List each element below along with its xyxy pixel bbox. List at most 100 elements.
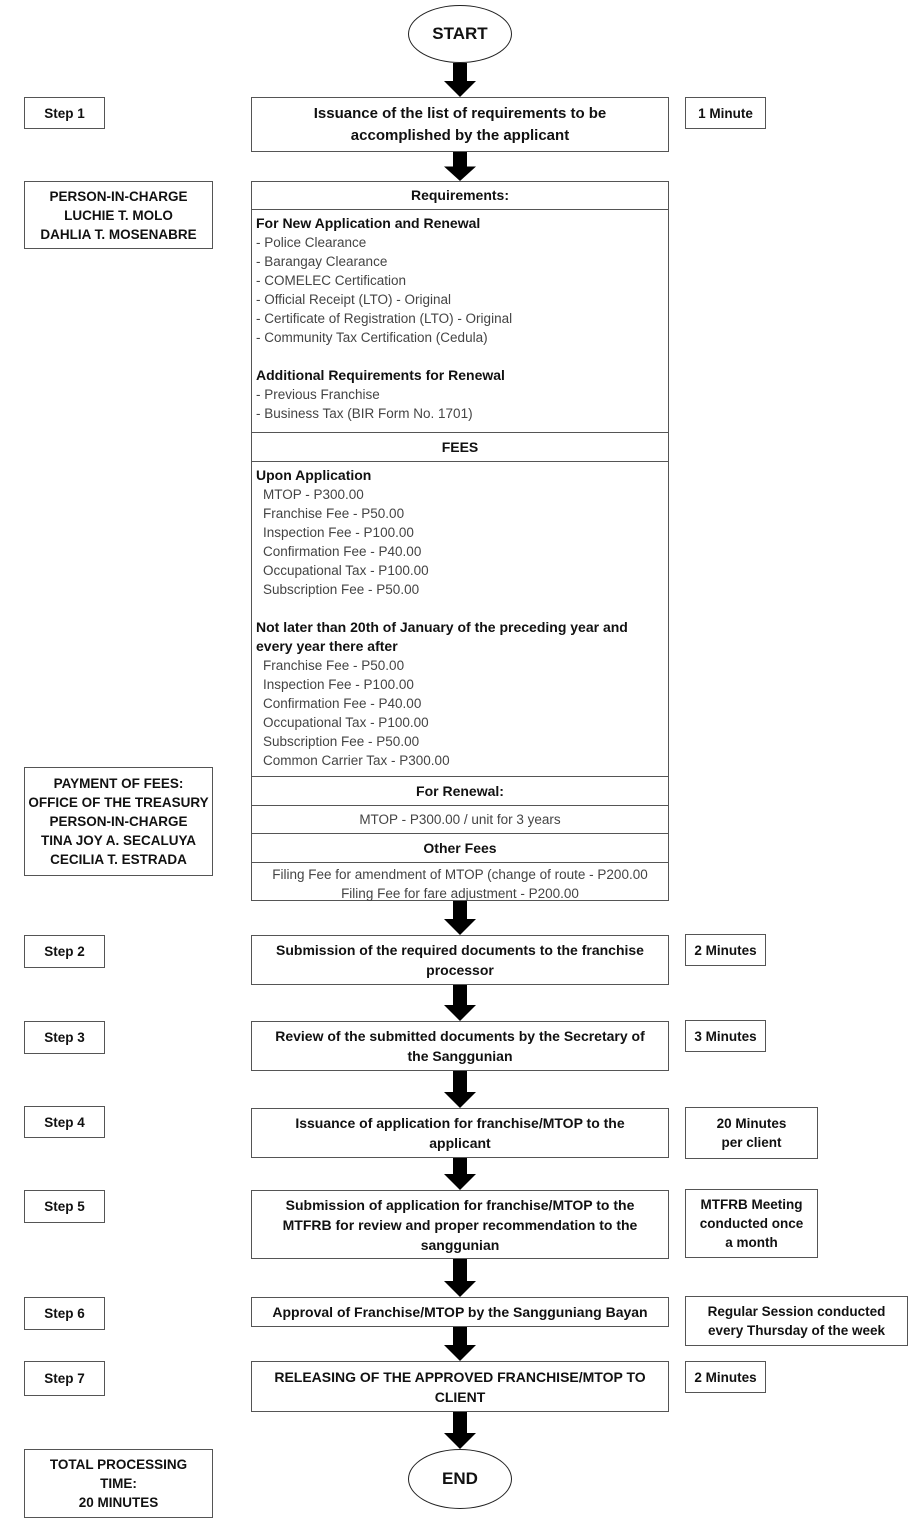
step-6-label-text: Step 6 [44,1306,85,1321]
step-7-time-text: 2 Minutes [694,1369,757,1385]
total-processing-time-box: TOTAL PROCESSING TIME: 20 MINUTES [24,1449,213,1518]
step-5-text-line-3: sanggunian [420,1236,500,1253]
step-4-time-line-2: per client [721,1135,782,1150]
upon-application-heading: Upon Application [256,467,372,483]
person-in-charge-box: PERSON-IN-CHARGE LUCHIE T. MOLO DAHLIA T… [24,181,213,249]
step-4-time-line-1: 20 Minutes [716,1116,787,1131]
annual-fees-heading-1: Not later than 20th of January of the pr… [256,619,628,635]
step-2-text-line-2: processor [426,962,494,978]
fee-item: MTOP - P300.00 [263,487,364,502]
requirement-item: - Business Tax (BIR Form No. 1701) [256,406,473,421]
requirement-item: - Official Receipt (LTO) - Original [256,292,452,307]
other-fees-header: Other Fees [252,834,668,863]
step-1-text-line-2: accomplished by the applicant [350,126,570,144]
step-2-time-text: 2 Minutes [694,942,757,958]
requirement-item: - Police Clearance [256,235,367,250]
fee-item: Inspection Fee - P100.00 [263,677,414,692]
step-3-box: Review of the submitted documents by the… [251,1021,669,1071]
down-arrow-4 [444,985,476,1021]
step-3-time-text: 3 Minutes [694,1028,757,1044]
step-5-text-line-1: Submission of application for franchise/… [285,1196,635,1213]
step-7-box: RELEASING OF THE APPROVED FRANCHISE/MTOP… [251,1361,669,1412]
step-5-label-text: Step 5 [44,1199,85,1214]
end-terminal: END [408,1449,512,1509]
person-in-charge-name-2: DAHLIA T. MOSENABRE [40,226,197,242]
renewal-item: MTOP - P300.00 / unit for 3 years [252,806,668,834]
step-1-text-line-1: Issuance of the list of requirements to … [313,104,607,122]
step-1-time: 1 Minute [685,97,766,129]
down-arrow-5 [444,1071,476,1108]
fee-item: Occupational Tax - P100.00 [263,563,429,578]
down-arrow-2 [444,152,476,181]
step-3-time: 3 Minutes [685,1020,766,1052]
fee-item: Occupational Tax - P100.00 [263,715,429,730]
step-4-time: 20 Minutes per client [685,1107,818,1159]
end-label: END [442,1469,478,1488]
step-7-text-line-2: CLIENT [434,1388,486,1405]
fees-header: FEES [252,433,668,462]
payment-name-1: TINA JOY A. SECALUYA [40,833,197,848]
requirements-list: For New Application and Renewal - Police… [252,210,668,433]
down-arrow-3 [444,901,476,935]
renewal-item-text: MTOP - P300.00 / unit for 3 years [359,812,561,827]
fee-item: Franchise Fee - P50.00 [263,506,405,521]
requirement-item: - Barangay Clearance [256,254,388,269]
requirement-item: - Previous Franchise [256,387,380,402]
step-2-label-text: Step 2 [44,944,85,959]
fee-item: Franchise Fee - P50.00 [263,658,405,673]
total-line-1: TOTAL PROCESSING [49,1457,188,1472]
step-2-time: 2 Minutes [685,934,766,966]
step-3-label: Step 3 [24,1021,105,1054]
annual-fees-heading-2: every year there after [256,638,398,654]
step-1-box: Issuance of the list of requirements to … [251,97,669,152]
step-4-label: Step 4 [24,1106,105,1138]
requirement-item: - COMELEC Certification [256,273,407,288]
other-fee-item: Filing Fee for fare adjustment - P200.00 [341,886,579,901]
step-1-label-text: Step 1 [44,105,85,121]
step-4-text-line-1: Issuance of application for franchise/MT… [295,1115,625,1131]
step-7-text-line-1: RELEASING OF THE APPROVED FRANCHISE/MTOP… [274,1368,646,1385]
step-6-time-line-1: Regular Session conducted [707,1304,886,1319]
step-5-time: MTFRB Meeting conducted once a month [685,1189,818,1258]
requirement-item: - Community Tax Certification (Cedula) [256,330,488,345]
step-4-label-text: Step 4 [44,1114,85,1130]
total-line-3: 20 MINUTES [78,1495,159,1510]
down-arrow-9 [444,1412,476,1449]
person-in-charge-name-1: LUCHIE T. MOLO [64,207,173,223]
step-5-time-line-3: a month [725,1235,778,1250]
step-5-text-line-2: MTFRB for review and proper recommendati… [282,1216,638,1233]
step-3-text-line-2: the Sanggunian [407,1048,513,1064]
step-6-box: Approval of Franchise/MTOP by the Sanggu… [251,1297,669,1327]
other-fees-list: Filing Fee for amendment of MTOP (change… [252,863,668,903]
payment-person-title: PERSON-IN-CHARGE [49,814,188,829]
renewal-requirements-heading: Additional Requirements for Renewal [256,367,505,383]
start-label: START [432,24,488,43]
step-1-label: Step 1 [24,97,105,129]
step-1-time-text: 1 Minute [698,105,753,121]
down-arrow-1 [444,63,476,97]
step-7-time: 2 Minutes [685,1361,766,1393]
start-terminal: START [408,5,512,63]
fee-item: Confirmation Fee - P40.00 [263,544,422,559]
step-2-text-line-1: Submission of the required documents to … [276,942,644,958]
step-4-box: Issuance of application for franchise/MT… [251,1108,669,1158]
step-5-box: Submission of application for franchise/… [251,1190,669,1259]
step-7-label: Step 7 [24,1361,105,1396]
step-5-label: Step 5 [24,1190,105,1223]
step-5-time-line-1: MTFRB Meeting [700,1197,803,1212]
fees-list: Upon Application MTOP - P300.00 Franchis… [252,462,668,777]
fee-item: Inspection Fee - P100.00 [263,525,414,540]
step-4-text-line-2: applicant [429,1135,491,1151]
fee-item: Confirmation Fee - P40.00 [263,696,422,711]
fee-item: Subscription Fee - P50.00 [263,582,420,597]
requirements-header: Requirements: [252,182,668,210]
fee-item: Subscription Fee - P50.00 [263,734,420,749]
step-2-label: Step 2 [24,935,105,968]
fee-item: Common Carrier Tax - P300.00 [263,753,450,768]
total-line-2: TIME: [100,1476,137,1491]
payment-office: OFFICE OF THE TREASURY [28,795,209,810]
step-7-label-text: Step 7 [44,1371,85,1386]
renewal-header: For Renewal: [252,777,668,806]
step-6-label: Step 6 [24,1297,105,1330]
step-6-text-line-1: Approval of Franchise/MTOP by the Sanggu… [272,1304,648,1320]
